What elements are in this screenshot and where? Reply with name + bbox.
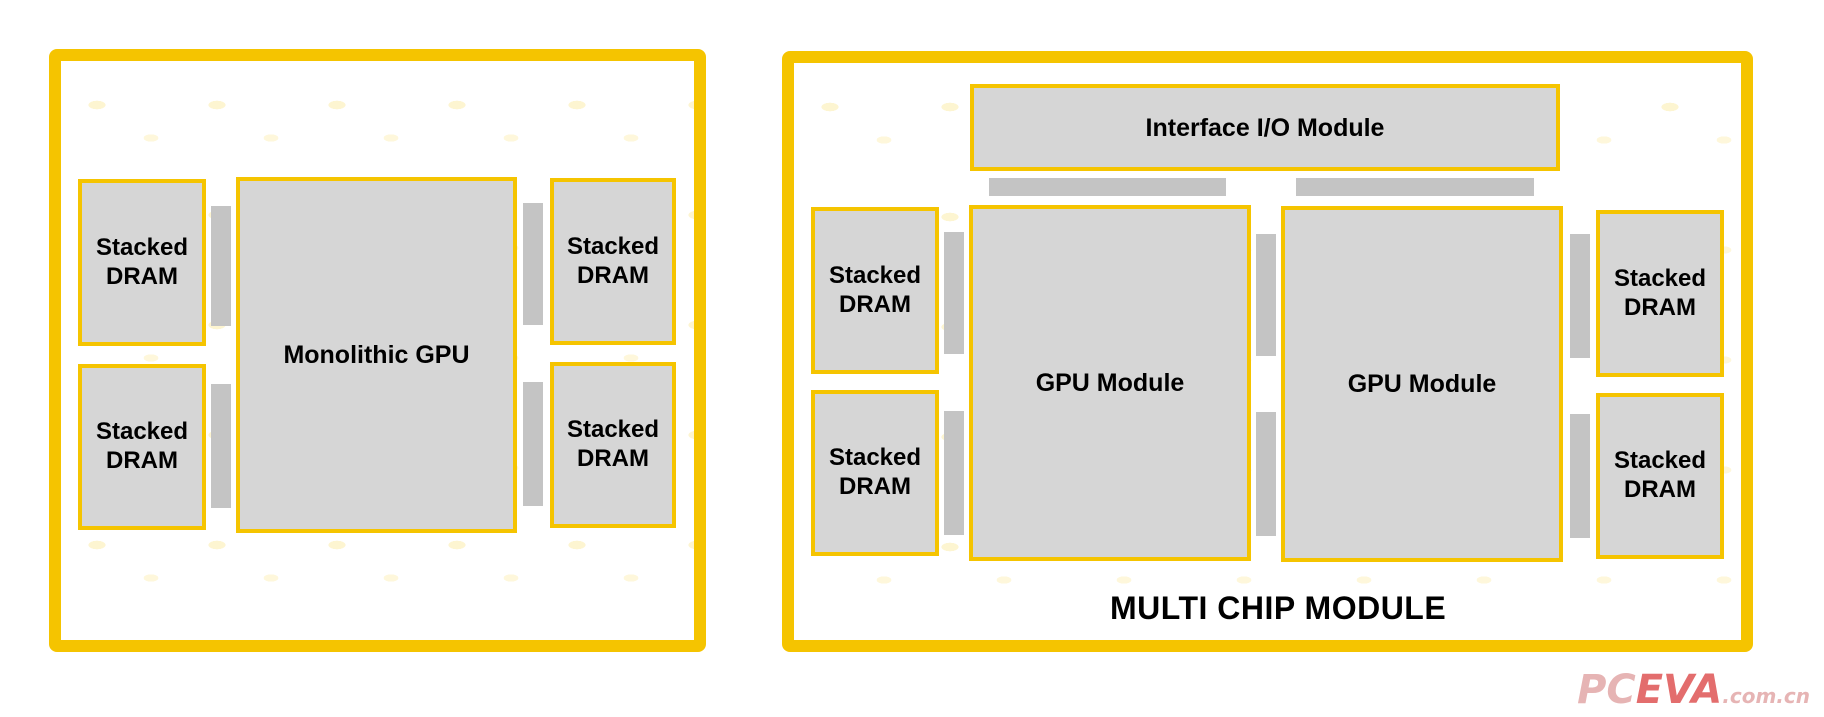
dram-label: Stacked DRAM [95,233,189,290]
right-dram-bottom-left: Stacked DRAM [811,390,939,556]
left-dram-bottom-left: Stacked DRAM [78,364,206,530]
right-connector-tl [944,232,964,354]
gpu-module-left: GPU Module [969,205,1251,561]
monolithic-gpu-label: Monolithic GPU [283,341,470,369]
gpu-module-label: GPU Module [1035,369,1185,397]
interface-io-module: Interface I/O Module [970,84,1560,171]
pceva-watermark: PCEVA.com.cn [1577,667,1810,713]
right-dram-top-left: Stacked DRAM [811,207,939,374]
gpu-interconnect-top [1256,234,1276,356]
dram-label: Stacked DRAM [95,418,189,474]
left-dram-top-left: Stacked DRAM [78,179,206,346]
right-connector-br [1570,414,1590,538]
io-connector-left [989,178,1226,196]
dram-label: Stacked DRAM [828,261,922,318]
gpu-module-right: GPU Module [1281,206,1563,562]
watermark-eva: EVA [1635,667,1723,713]
dram-label: Stacked DRAM [1613,447,1707,503]
right-connector-tr [1570,234,1590,358]
gpu-module-label: GPU Module [1347,370,1497,398]
interface-io-label: Interface I/O Module [1145,113,1385,142]
watermark-domain: .com.cn [1722,684,1810,708]
left-connector-bl [211,384,231,508]
dram-label: Stacked DRAM [566,232,660,289]
left-connector-br [523,382,543,506]
monolithic-gpu-block: Monolithic GPU [236,177,517,533]
dram-label: Stacked DRAM [1613,264,1707,321]
left-connector-tl [211,206,231,326]
left-connector-tr [523,203,543,325]
right-dram-top-right: Stacked DRAM [1596,210,1724,377]
io-connector-right [1296,178,1534,196]
gpu-interconnect-bottom [1256,412,1276,536]
left-dram-bottom-right: Stacked DRAM [550,362,676,528]
right-connector-bl [944,411,964,535]
right-dram-bottom-right: Stacked DRAM [1596,393,1724,559]
watermark-pc: PC [1577,667,1636,713]
left-dram-top-right: Stacked DRAM [550,178,676,345]
dram-label: Stacked DRAM [828,444,922,500]
multi-chip-module-title: MULTI CHIP MODULE [1110,590,1447,626]
dram-label: Stacked DRAM [566,416,660,472]
